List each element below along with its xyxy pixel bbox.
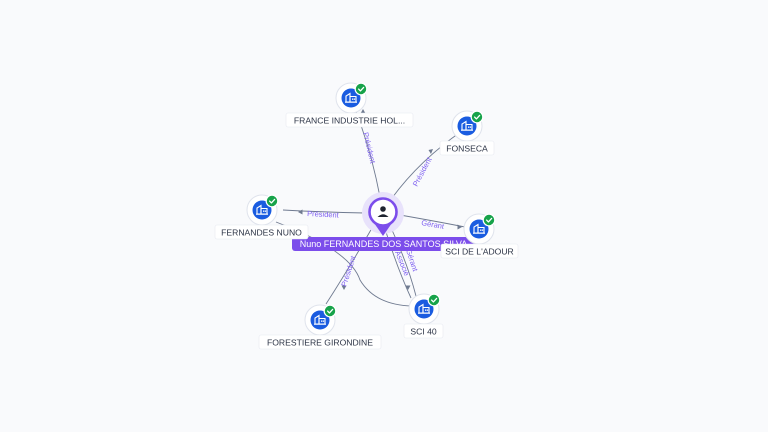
center-label: Nuno FERNANDES DOS SANTOS SILVA xyxy=(300,239,468,249)
company-label: SCI 40 xyxy=(410,327,436,337)
center-ring xyxy=(368,197,398,227)
arrow-head xyxy=(457,224,462,230)
company-label: FRANCE INDUSTRIE HOL... xyxy=(294,116,405,126)
relation-label: Président xyxy=(307,209,340,220)
company-label: SCI DE L'ADOUR xyxy=(445,247,514,257)
company-node-france-industrie[interactable]: FRANCE INDUSTRIE HOL... xyxy=(285,82,414,128)
check-icon xyxy=(354,82,368,96)
arrow-head xyxy=(405,285,411,290)
check-icon xyxy=(265,194,279,208)
arrow-head xyxy=(360,109,366,114)
center-person-node[interactable]: Nuno FERNANDES DOS SANTOS SILVA xyxy=(292,192,475,251)
person-icon xyxy=(377,206,389,217)
company-node-sci-40[interactable]: SCI 40 xyxy=(403,293,444,339)
arrow-head xyxy=(428,149,433,154)
company-label: FONSECA xyxy=(446,144,488,154)
relation-label: Gérant xyxy=(421,218,446,231)
edge-president-forestiere[interactable] xyxy=(325,227,373,305)
edge-president-fernandes-nuno[interactable] xyxy=(282,209,366,214)
arrow-head xyxy=(298,209,303,215)
check-icon xyxy=(470,110,484,124)
edge-president-fonseca[interactable] xyxy=(391,130,463,199)
company-node-fernandes-nuno[interactable]: FERNANDES NUNO xyxy=(214,194,309,240)
check-icon xyxy=(427,293,441,307)
company-node-sci-de-ladour[interactable]: SCI DE L'ADOUR xyxy=(440,213,519,259)
arrow-head xyxy=(341,285,347,290)
check-icon xyxy=(323,304,337,318)
company-label: FORESTIERE GIRONDINE xyxy=(267,338,373,348)
company-node-forestiere-girondine[interactable]: FORESTIERE GIRONDINE xyxy=(258,304,382,350)
company-node-fonseca[interactable]: FONSECA xyxy=(439,110,495,156)
center-label-bg xyxy=(292,237,475,251)
company-label: FERNANDES NUNO xyxy=(221,228,302,238)
edge-fernandes-nuno-sci-40[interactable] xyxy=(275,221,413,307)
relation-label: Président xyxy=(361,131,378,165)
edge-gerant-sci-40[interactable] xyxy=(391,229,417,297)
check-icon xyxy=(482,213,496,227)
